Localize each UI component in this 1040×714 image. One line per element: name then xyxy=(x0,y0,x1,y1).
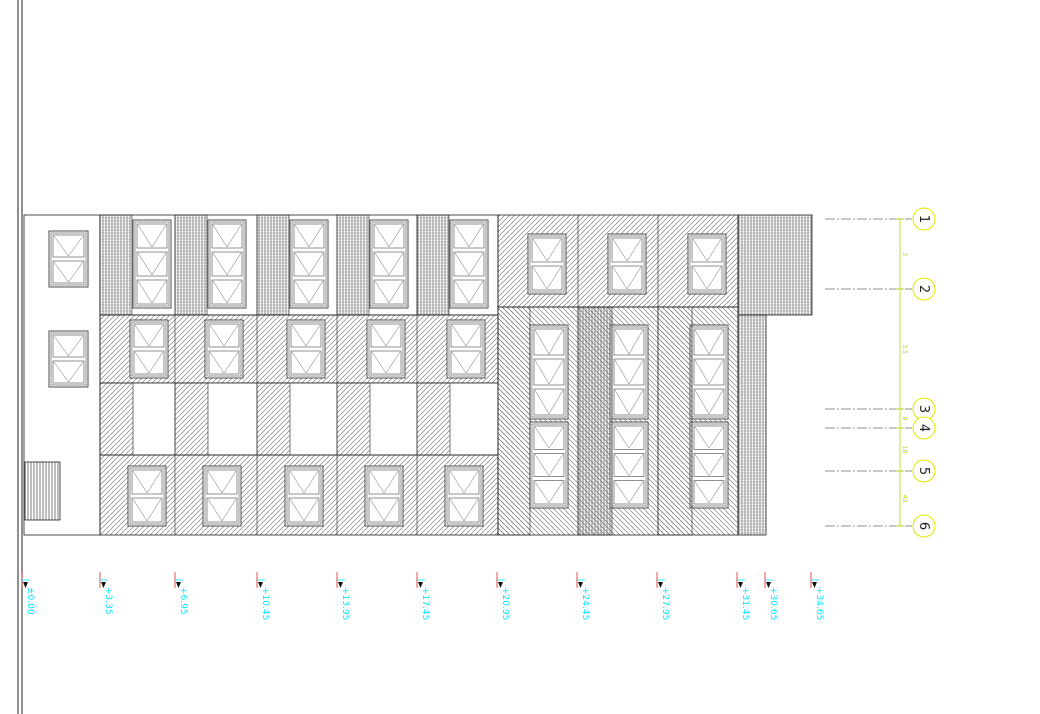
diag-pier xyxy=(497,306,531,536)
dimension-chain: 3 3.5 8 18 43 xyxy=(896,218,908,527)
window-row2 xyxy=(366,319,406,379)
window-row1 xyxy=(207,219,247,309)
grid-bubble xyxy=(912,459,936,483)
window-row2 xyxy=(446,319,486,379)
window-row1 xyxy=(449,219,489,309)
loggia-pier xyxy=(99,382,134,456)
elevation-marks: ±0.00 +3.35 +6.95 +10.45 +13.95 +17.45 +20.95 +… xyxy=(21,572,824,620)
brick-strip xyxy=(99,214,133,316)
grid-axis: 4 xyxy=(825,416,936,440)
brick-strip xyxy=(336,214,370,316)
vent-grille xyxy=(24,461,61,521)
window-right-lower-b xyxy=(689,421,729,509)
dimension-label: 3 xyxy=(901,252,908,256)
elevation-label: +30.65 xyxy=(768,587,778,620)
window-right-lower-a xyxy=(689,324,729,420)
grid-bubble xyxy=(912,416,936,440)
facade-details xyxy=(48,214,729,536)
elevation-mark: +34.65 xyxy=(810,572,824,620)
elevation-mark: +20.95 xyxy=(496,572,510,620)
window-row3 xyxy=(444,465,484,527)
dimension-label: 18 xyxy=(901,446,908,454)
window-right-upper xyxy=(527,233,567,295)
grid-bubble xyxy=(912,514,936,538)
loggia-pier xyxy=(336,382,371,456)
window-left-upper xyxy=(48,230,89,288)
elevation-mark: +24.45 xyxy=(576,572,590,620)
window-row1 xyxy=(132,219,172,309)
elevation-mark: +31.45 xyxy=(736,572,750,620)
window-row1 xyxy=(369,219,409,309)
elevation-label: +6.95 xyxy=(178,587,188,615)
grid-bubble-label: 6 xyxy=(916,522,931,530)
elevation-mark: +17.45 xyxy=(416,572,430,620)
window-right-upper xyxy=(607,233,647,295)
loggia-pier xyxy=(256,382,291,456)
elevation-mark: ±0.00 xyxy=(21,572,35,615)
diag-pier xyxy=(657,306,693,536)
grid-bubble-label: 5 xyxy=(916,467,931,475)
grid-axis: 2 xyxy=(825,277,936,301)
window-left-middle xyxy=(48,330,89,388)
window-row3 xyxy=(284,465,324,527)
grid-bubble xyxy=(912,277,936,301)
grid-axis: 3 xyxy=(825,397,936,421)
window-row1 xyxy=(289,219,329,309)
elevation-label: +31.45 xyxy=(740,587,750,620)
dimension-label: 3.5 xyxy=(901,344,908,354)
elevation-label: ±0.00 xyxy=(25,587,35,615)
window-right-lower-b xyxy=(529,421,569,509)
grid-axis: 1 xyxy=(825,207,936,231)
elevation-label: +17.45 xyxy=(420,587,430,620)
elevation-mark: +13.95 xyxy=(336,572,350,620)
elevation-label: +24.45 xyxy=(580,587,590,620)
window-right-upper xyxy=(687,233,727,295)
brick-strip xyxy=(416,214,450,316)
window-right-lower-a xyxy=(609,324,649,420)
window-right-lower-b xyxy=(609,421,649,509)
window-row2 xyxy=(204,319,244,379)
grid-bubble-label: 3 xyxy=(916,405,931,413)
brick-strip xyxy=(256,214,290,316)
brick-pier xyxy=(577,306,613,536)
grid-axis: 5 xyxy=(825,459,936,483)
dimension-label: 43 xyxy=(901,495,908,503)
grid-axis: 6 xyxy=(825,514,936,538)
loggia-pier xyxy=(416,382,451,456)
window-right-lower-a xyxy=(529,324,569,420)
elevation-mark: +10.45 xyxy=(256,572,270,620)
elevation-mark: +30.65 xyxy=(764,572,778,620)
elevation-label: +3.35 xyxy=(103,587,113,615)
grid-bubble-label: 2 xyxy=(916,285,931,293)
grid-axes: 1 2 3 4 5 6 xyxy=(825,207,936,538)
elevation-mark: +6.95 xyxy=(174,572,188,615)
elevation-label: +20.95 xyxy=(500,587,510,620)
window-row3 xyxy=(127,465,167,527)
grid-bubble-label: 4 xyxy=(916,424,931,432)
window-row2 xyxy=(286,319,326,379)
far-right-brick-bottom xyxy=(737,314,767,536)
elevation-mark: +3.35 xyxy=(99,572,113,615)
far-right-brick-top xyxy=(737,214,813,316)
grid-bubble-label: 1 xyxy=(916,215,931,223)
grid-bubble xyxy=(912,207,936,231)
window-row3 xyxy=(202,465,242,527)
elevation-label: +10.45 xyxy=(260,587,270,620)
loggia-pier xyxy=(174,382,209,456)
elevation-label: +13.95 xyxy=(340,587,350,620)
elevation-label: +27.95 xyxy=(660,587,670,620)
dimension-label: 8 xyxy=(901,417,908,421)
window-row3 xyxy=(364,465,404,527)
elevation-label: +34.65 xyxy=(814,587,824,620)
elevation-mark: +27.95 xyxy=(656,572,670,620)
window-row2 xyxy=(129,319,169,379)
brick-strip xyxy=(174,214,208,316)
